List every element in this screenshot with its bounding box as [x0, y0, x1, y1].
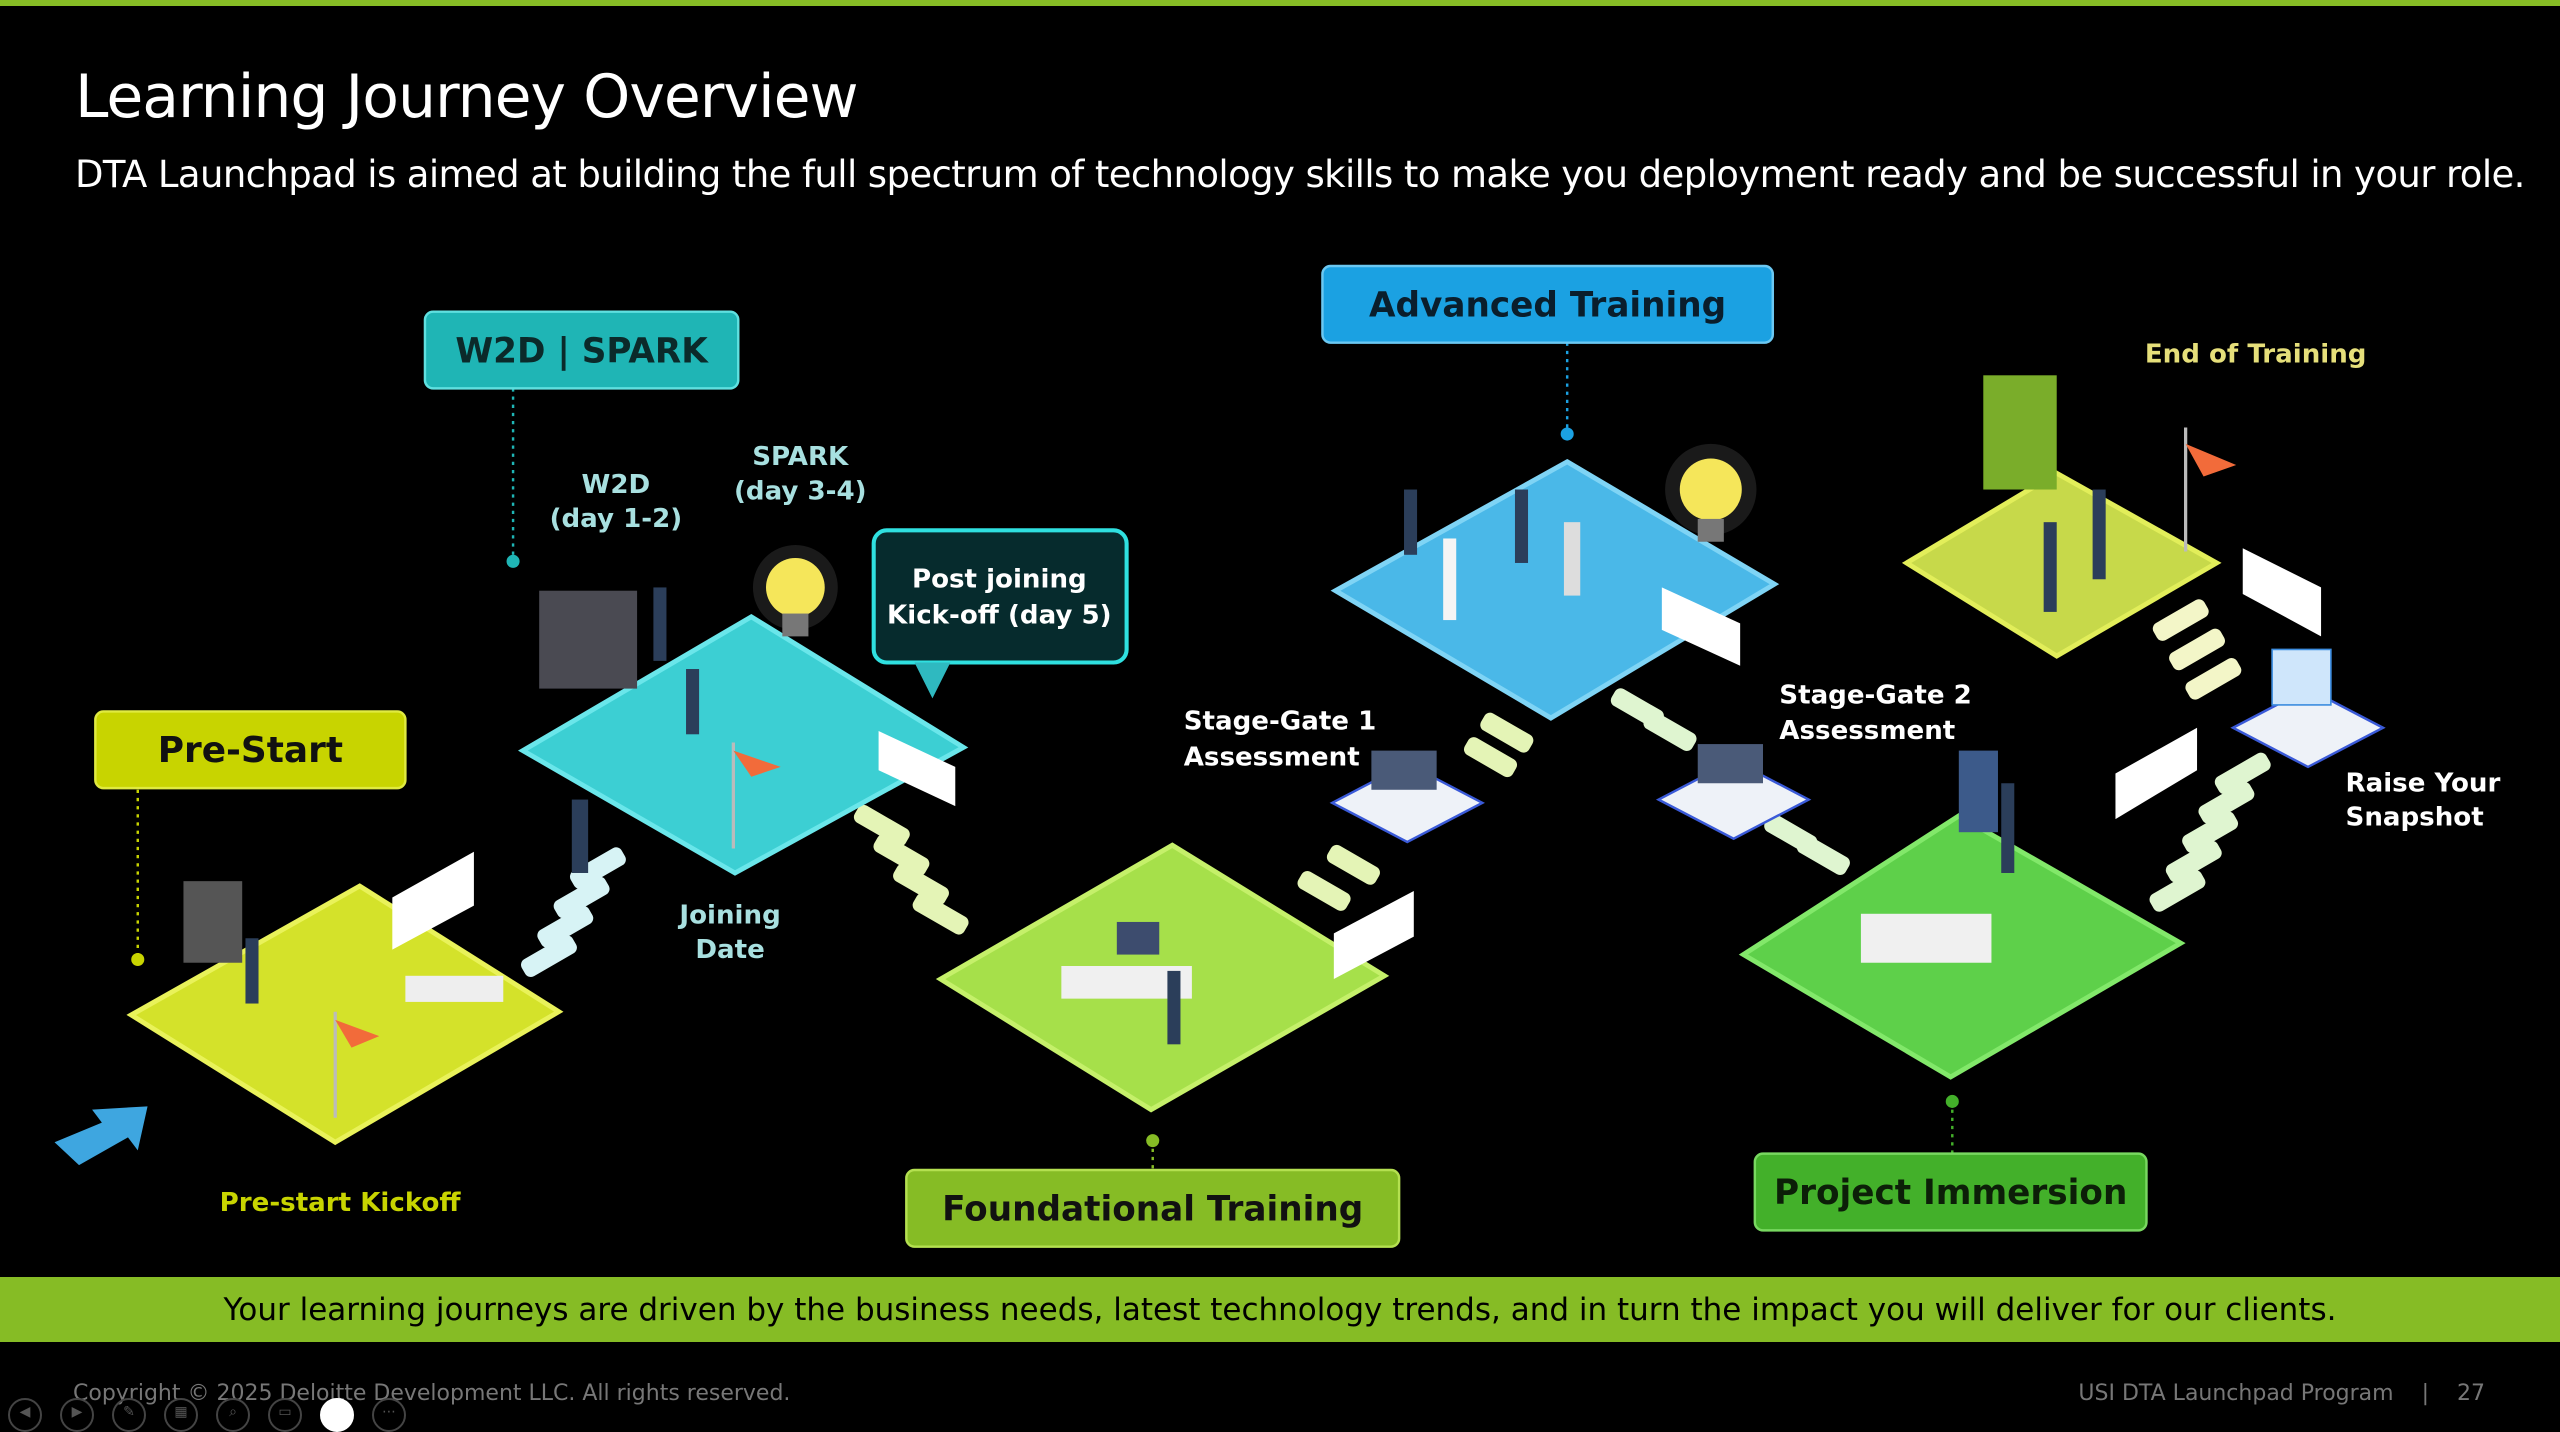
steps [521, 599, 2271, 977]
stage-gate-2-line1: Stage-Gate 2 [1779, 680, 1972, 710]
stage-gate-2-line2: Assessment [1779, 716, 1955, 746]
joining-date-line2: Date [695, 935, 764, 965]
project-dot [1945, 1094, 1959, 1108]
project-immersion-label: Project Immersion [1774, 1173, 2127, 1213]
spark-days-label: (day 3-4) [734, 476, 867, 506]
pen-icon[interactable]: ✎ [112, 1398, 146, 1432]
laptop-icon [1371, 750, 1437, 790]
advanced-training-stage-box[interactable]: Advanced Training [1321, 264, 1775, 344]
pre-start-stage-box[interactable]: Pre-Start [94, 710, 407, 790]
raise-snapshot-line2: Snapshot [2346, 803, 2484, 833]
advanced-dot [1560, 427, 1574, 441]
previous-slide-icon[interactable]: ◀ [8, 1398, 42, 1432]
w2d-platform [517, 613, 969, 876]
camera-icon[interactable] [320, 1398, 354, 1432]
bottom-banner: Your learning journeys are driven by the… [0, 1277, 2560, 1342]
pre-start-label: Pre-Start [158, 730, 343, 771]
pre-start-dot [131, 952, 145, 967]
stage-gate-2-pad [1655, 759, 1812, 841]
arrow-sign-icon [392, 548, 2322, 980]
top-accent-line [0, 0, 2560, 6]
start-arrow-icon [54, 1106, 148, 1166]
lightbulb-icon [752, 545, 838, 637]
dashboard-icon [2271, 648, 2332, 706]
post-joining-callout: Post joining Kick-off (day 5) [871, 528, 1129, 699]
flag-icon [731, 742, 781, 849]
program-name: USI DTA Launchpad Program [2078, 1381, 2394, 1406]
people-illustrations [183, 375, 2106, 1045]
w2d-spark-label: W2D | SPARK [455, 331, 709, 371]
footer-right: USI DTA Launchpad Program | 27 [2078, 1381, 2485, 1406]
page-title: Learning Journey Overview [75, 62, 859, 132]
banner-text: Your learning journeys are driven by the… [223, 1291, 2337, 1328]
spark-label: SPARK [752, 442, 850, 472]
post-joining-line1: Post joining [912, 564, 1087, 594]
zoom-icon[interactable]: ⌕ [216, 1398, 250, 1432]
advanced-training-label: Advanced Training [1369, 286, 1726, 326]
slideshow-controls: ◀ ▶ ✎ ▦ ⌕ ▭ ⋯ [8, 1398, 406, 1432]
page-number: 27 [2457, 1381, 2485, 1406]
slides-grid-icon[interactable]: ▦ [164, 1398, 198, 1432]
footer-separator: | [2421, 1381, 2429, 1406]
w2d-dot [506, 554, 520, 568]
subtitles-icon[interactable]: ▭ [268, 1398, 302, 1432]
project-immersion-stage-box[interactable]: Project Immersion [1753, 1152, 2148, 1232]
raise-snapshot-line1: Raise Your [2346, 768, 2501, 798]
pre-start-platform [126, 883, 564, 1146]
joining-date-line1: Joining [677, 901, 780, 931]
pre-start-kickoff-label: Pre-start Kickoff [220, 1188, 462, 1218]
foundational-training-label: Foundational Training [942, 1190, 1363, 1230]
stage-gate-1-line2: Assessment [1184, 742, 1360, 772]
stage-gate-1-line1: Stage-Gate 1 [1184, 706, 1377, 736]
end-platform [1901, 470, 2222, 659]
page-subtitle: DTA Launchpad is aimed at building the f… [75, 153, 2525, 196]
laptop-icon [1697, 744, 1764, 784]
lightbulb-icon [1665, 443, 1757, 542]
snapshot-pad [2230, 687, 2386, 769]
foundational-training-stage-box[interactable]: Foundational Training [905, 1168, 1401, 1248]
flag-icon [2183, 427, 2237, 552]
w2d-spark-stage-box[interactable]: W2D | SPARK [423, 310, 740, 390]
post-joining-line2: Kick-off (day 5) [887, 600, 1112, 630]
w2d-label: W2D [582, 470, 651, 500]
more-options-icon[interactable]: ⋯ [372, 1398, 406, 1432]
foundational-dot [1146, 1134, 1160, 1148]
stage-gate-1-pad [1329, 762, 1485, 844]
flag-icon [333, 1011, 380, 1118]
end-of-training-label: End of Training [2145, 339, 2367, 369]
next-slide-icon[interactable]: ▶ [60, 1398, 94, 1432]
w2d-days-label: (day 1-2) [550, 504, 683, 534]
